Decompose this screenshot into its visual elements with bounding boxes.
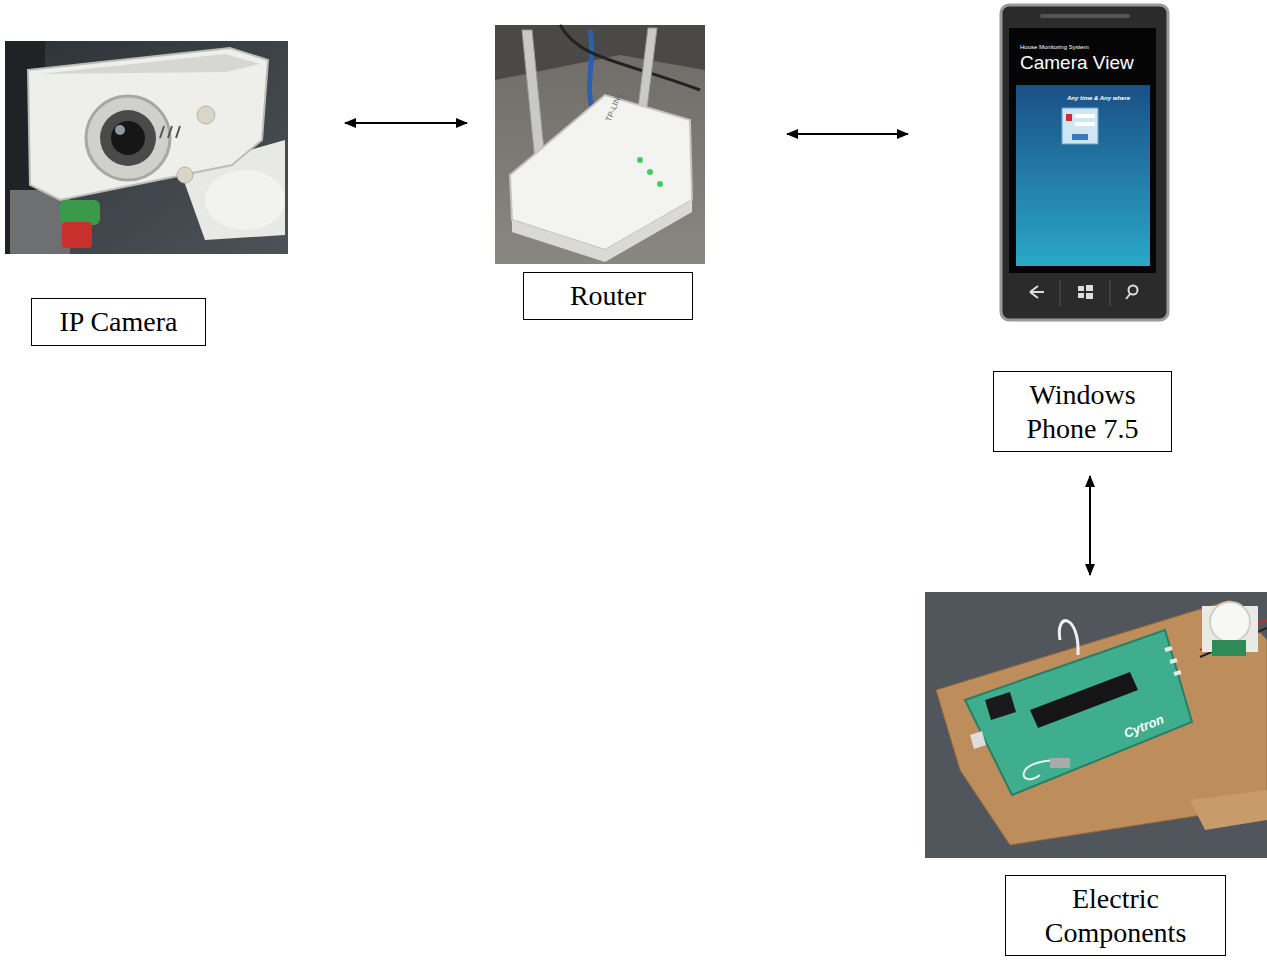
- camera-photo-part: [28, 48, 268, 200]
- phone-illustration-part: [1060, 280, 1110, 306]
- camera-photo-part: [197, 106, 215, 124]
- camera-photo-part: [205, 170, 285, 230]
- phone-illustration-part: [1030, 286, 1044, 298]
- circuit-photo-part: [1030, 672, 1138, 728]
- phone-illustration-part: [1075, 114, 1095, 118]
- circuit-photo: [925, 592, 1267, 858]
- double-arrow: [787, 133, 908, 135]
- circuit-photo-part: [1165, 648, 1181, 674]
- circuit-photo-part: [1059, 621, 1078, 655]
- camera-photo-part: [86, 96, 170, 180]
- double-arrow: [345, 122, 467, 124]
- label-box: Router: [523, 272, 693, 320]
- phone-illustration-part: [1066, 114, 1072, 121]
- device-node: IP Camera: [5, 41, 288, 346]
- node-label: IP Camera: [40, 305, 197, 339]
- camera-photo-part: [60, 200, 100, 225]
- circuit-photo-part: [1190, 790, 1267, 830]
- phone-illustration-part: [1040, 14, 1130, 18]
- node-label: Router: [532, 279, 684, 313]
- phone-illustration-part: [1009, 28, 1156, 273]
- camera-photo-part: [177, 167, 193, 183]
- phone-illustration: [1001, 5, 1168, 320]
- phone-illustration-part: [1129, 286, 1138, 295]
- node-label: Electric Components: [1014, 882, 1217, 949]
- circuit-photo-part: [985, 692, 1016, 720]
- circuit-photo-part: [1050, 758, 1070, 768]
- camera-photo-part: [160, 126, 180, 138]
- phone-illustration-part: [1075, 122, 1095, 126]
- phone-illustration-part: [1062, 108, 1098, 144]
- screen-text: House Monitoring System: [1020, 44, 1089, 51]
- screen-text: Any time & Any where: [1067, 95, 1130, 102]
- router-photo-part: [560, 25, 700, 90]
- router-photo-part: [657, 181, 663, 187]
- router-photo-part: [495, 25, 705, 264]
- circuit-photo-part: [936, 600, 1267, 845]
- camera-photo-part: [5, 41, 288, 254]
- node-label: Windows Phone 7.5: [1002, 378, 1163, 445]
- label-box: IP Camera: [31, 298, 206, 346]
- camera-photo-part: [40, 54, 260, 74]
- circuit-photo-part: [1210, 602, 1250, 642]
- router-photo: [495, 25, 705, 264]
- double-arrow: [1089, 476, 1091, 575]
- circuit-photo-part: [970, 731, 986, 749]
- phone-illustration-part: [1078, 285, 1093, 299]
- circuit-photo-part: [1212, 640, 1246, 656]
- phone-illustration-part: [1001, 5, 1168, 320]
- circuit-photo-part: [925, 592, 1267, 858]
- camera-photo-part: [115, 125, 125, 135]
- router-photo-part: [512, 200, 692, 262]
- label-box: Windows Phone 7.5: [993, 371, 1172, 452]
- screen-title: Camera View: [1020, 53, 1134, 74]
- router-photo-part: [637, 157, 643, 163]
- label-box: Electric Components: [1005, 875, 1226, 956]
- device-node: Router: [495, 25, 705, 320]
- camera-photo-part: [62, 222, 92, 248]
- camera-photo-part: [111, 121, 145, 155]
- camera-photo-part: [100, 110, 156, 166]
- camera-photo: [5, 41, 288, 254]
- phone-illustration-part: [1072, 134, 1088, 140]
- phone-illustration-part: [1126, 294, 1130, 299]
- device-node: Electric Components: [925, 592, 1263, 957]
- phone-illustration-part: [1016, 85, 1150, 266]
- router-photo-part: [647, 169, 653, 175]
